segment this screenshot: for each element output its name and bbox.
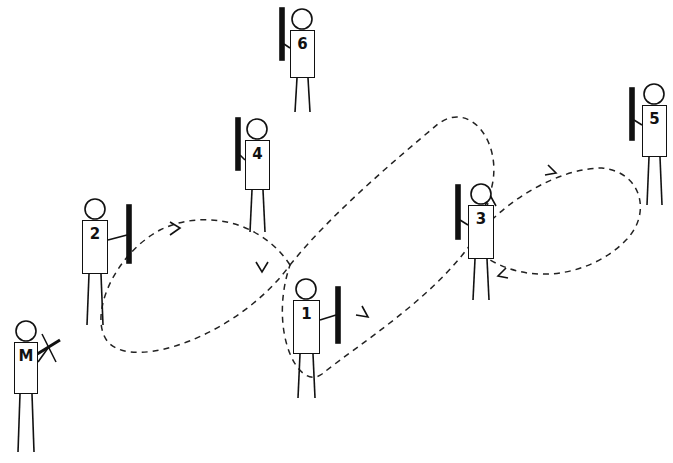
dancer-leg	[313, 354, 315, 398]
dancer-leg	[87, 274, 89, 325]
dancer-head	[644, 84, 664, 104]
dance-track	[282, 117, 494, 377]
dancer-head	[296, 279, 316, 299]
dancer-arm	[108, 235, 127, 240]
dancer-leg	[660, 157, 662, 205]
direction-arrow	[545, 165, 556, 175]
morris-stick	[236, 118, 240, 170]
morris-stick	[456, 185, 460, 239]
morris-stick	[280, 8, 284, 60]
dancer-leg	[250, 190, 252, 232]
dancer-leg	[473, 259, 475, 300]
dancer-leg	[295, 78, 297, 112]
dancer-number: M	[19, 349, 34, 364]
direction-arrow	[356, 306, 368, 317]
morris-stick	[630, 88, 634, 140]
dancer-body: 6	[290, 30, 315, 78]
direction-arrow	[170, 222, 180, 235]
dancer-leg	[647, 157, 649, 205]
dancer-leg	[298, 354, 300, 398]
dancer-head	[292, 9, 312, 29]
dancer-number: 3	[476, 212, 486, 227]
musician-body: M	[14, 342, 38, 394]
dancer-number: 2	[90, 227, 100, 242]
dancer-leg	[263, 190, 265, 232]
dancer-number: 1	[301, 307, 311, 322]
dancer-head	[471, 184, 491, 204]
dancer-body: 2	[82, 220, 108, 274]
dancer-leg	[487, 259, 489, 300]
dancer-arm	[634, 120, 642, 125]
dancer-body: 5	[642, 105, 667, 157]
morris-stick	[336, 287, 340, 343]
dancer-head	[247, 119, 267, 139]
dancer-body: 4	[245, 140, 270, 190]
dancer-arm	[320, 315, 336, 320]
musician-leg	[18, 394, 20, 452]
dancer-leg	[308, 78, 310, 112]
dancer-arm	[460, 220, 468, 225]
dancer-number: 4	[252, 147, 262, 162]
dancer-leg	[101, 274, 103, 325]
dancer-head	[85, 199, 105, 219]
dancer-body: 3	[468, 205, 494, 259]
dancer-number: 5	[649, 112, 659, 127]
dancer-body: 1	[293, 300, 320, 354]
dance-track	[470, 168, 640, 274]
musician-head	[16, 321, 36, 341]
musician-leg	[32, 394, 34, 452]
morris-stick	[127, 205, 131, 263]
direction-arrow	[498, 268, 508, 278]
fiddle-bow	[42, 334, 56, 362]
dancer-number: 6	[297, 37, 307, 52]
direction-arrow	[256, 262, 268, 272]
